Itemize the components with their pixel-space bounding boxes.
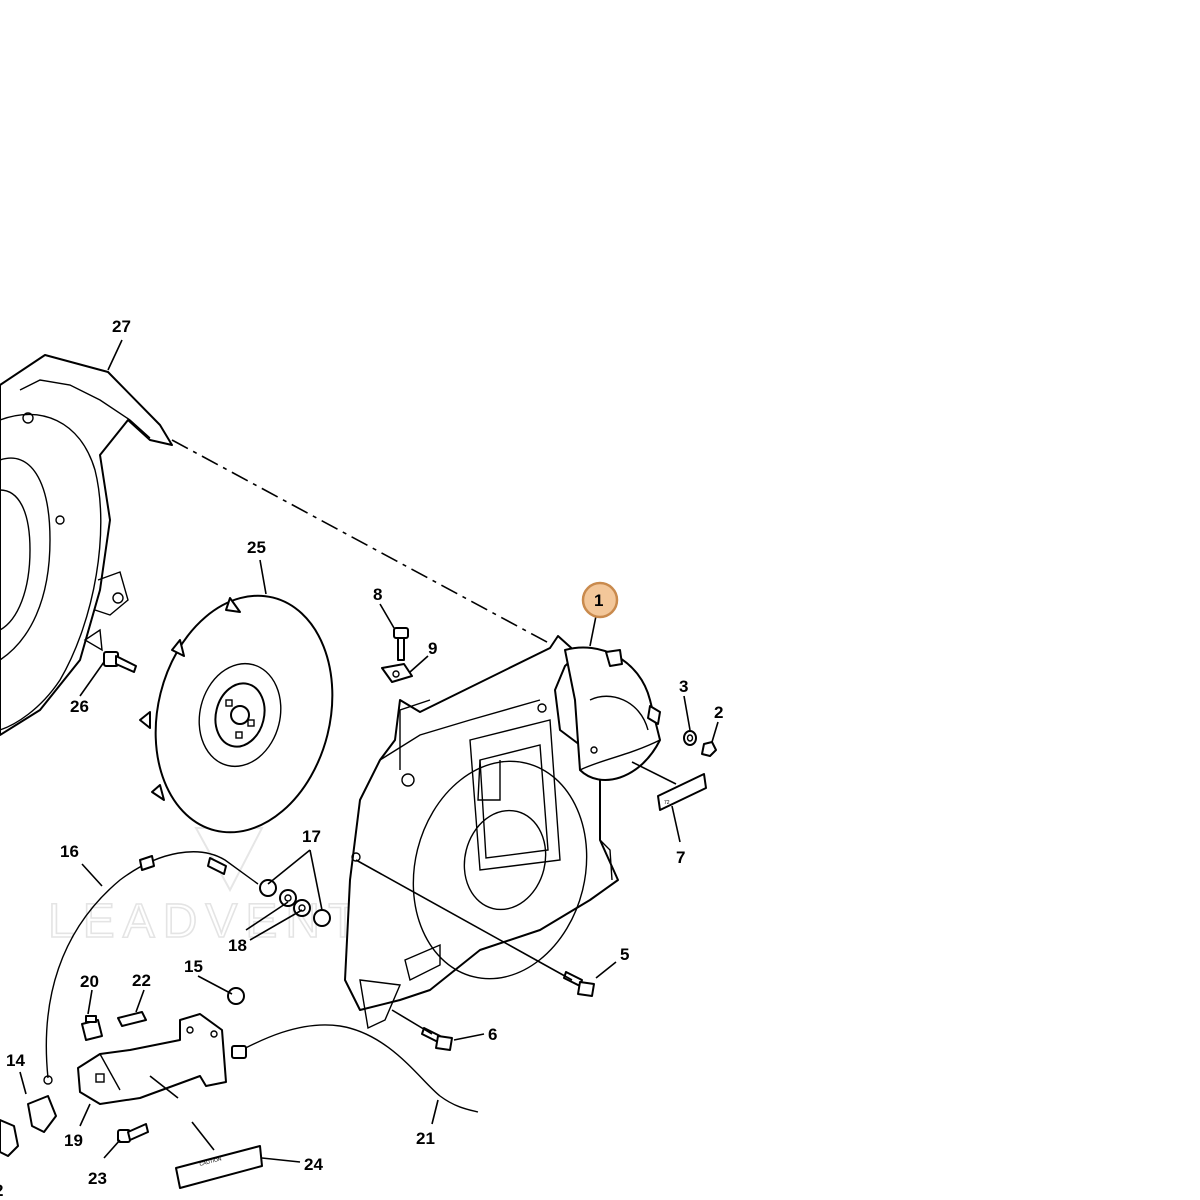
- callout-8[interactable]: 8: [373, 585, 382, 604]
- callout-14[interactable]: 14: [6, 1051, 25, 1070]
- callout-9[interactable]: 9: [428, 639, 437, 658]
- callout-20[interactable]: 20: [80, 972, 99, 991]
- callout-27[interactable]: 27: [112, 317, 131, 336]
- callout-3[interactable]: 3: [679, 677, 688, 696]
- callout-18[interactable]: 18: [228, 936, 247, 955]
- leader-lines: [19, 339, 719, 1163]
- part-8-screw: [393, 627, 409, 661]
- callout-22[interactable]: 22: [132, 971, 151, 990]
- part-23-screw: [117, 1123, 149, 1143]
- svg-text:72: 72: [664, 800, 670, 806]
- part-3-washer: [683, 730, 697, 746]
- svg-text:CAUTION: CAUTION: [199, 1156, 223, 1168]
- callout-26[interactable]: 26: [70, 697, 89, 716]
- callout-1[interactable]: 1: [594, 591, 603, 610]
- callout-24[interactable]: 24: [304, 1155, 323, 1174]
- callout-19[interactable]: 19: [64, 1131, 83, 1150]
- part-12-partial: [0, 1119, 19, 1157]
- part-7-decal: 72: [657, 773, 707, 811]
- callout-labels: 1 2 3 5 6 7 8 9 2 14 15 16 17 18 19 20 2…: [0, 317, 723, 1200]
- callout-2[interactable]: 2: [714, 703, 723, 722]
- part-14-clip: [27, 1095, 57, 1133]
- part-21-stop-wire: [231, 1024, 479, 1113]
- callout-25[interactable]: 25: [247, 538, 266, 557]
- callout-16[interactable]: 16: [60, 842, 79, 861]
- part-22-label: [117, 1011, 147, 1027]
- callout-7[interactable]: 7: [676, 848, 685, 867]
- part-5-screw: [563, 971, 595, 997]
- part-25-impeller: [139, 594, 334, 834]
- callout-1-highlight[interactable]: [581, 581, 619, 619]
- callout-5[interactable]: 5: [620, 945, 629, 964]
- part-16-throttle-cable: [43, 851, 259, 1085]
- part-9-plate: [381, 663, 413, 683]
- part-15-nut: [227, 987, 245, 1005]
- part-27-blower-housing: [0, 354, 173, 736]
- part-2-nut: [701, 741, 717, 757]
- part-24-caution-label: CAUTION: [175, 1145, 263, 1189]
- part-1-fan-housing: [344, 635, 661, 1030]
- callout-21[interactable]: 21: [416, 1129, 435, 1148]
- callout-15[interactable]: 15: [184, 957, 203, 976]
- alignment-line: [171, 439, 559, 649]
- callout-12-partial[interactable]: 2: [0, 1181, 3, 1200]
- callout-6[interactable]: 6: [488, 1025, 497, 1044]
- part-20-grommet: [81, 1015, 103, 1041]
- part-19-handle-bracket: [77, 1013, 227, 1105]
- callout-23[interactable]: 23: [88, 1169, 107, 1188]
- callout-17[interactable]: 17: [302, 827, 321, 846]
- part-26-screw: [103, 651, 137, 673]
